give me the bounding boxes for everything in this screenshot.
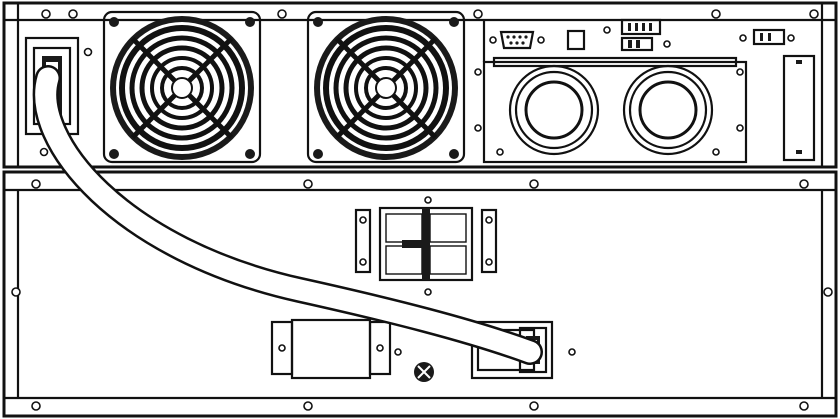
- battery-connector-cover: [270, 318, 392, 380]
- terminal-block-icon: [603, 18, 671, 52]
- ups-main-unit: [2, 1, 838, 169]
- ground-screw-icon: [414, 362, 434, 382]
- battery-cable-icon: [32, 65, 543, 365]
- epo-connector-icon: [739, 28, 795, 46]
- ups-housing-outline: [2, 1, 838, 169]
- slot-cover-icon: [782, 54, 816, 162]
- output-knockout-icon: [508, 64, 600, 156]
- usb-port-icon: [566, 29, 586, 51]
- output-plate: [474, 56, 748, 164]
- battery-screws: [11, 179, 833, 411]
- output-knockout-icon: [622, 64, 714, 156]
- ups-top-screws: [41, 9, 819, 19]
- cooling-fan-icon: [102, 10, 262, 164]
- battery-housing-outline: [2, 170, 838, 418]
- cooling-fan-icon: [306, 10, 466, 164]
- battery-breaker-icon: [354, 206, 498, 282]
- battery-pack-unit: [2, 170, 838, 418]
- db9-serial-port-icon: [489, 30, 545, 50]
